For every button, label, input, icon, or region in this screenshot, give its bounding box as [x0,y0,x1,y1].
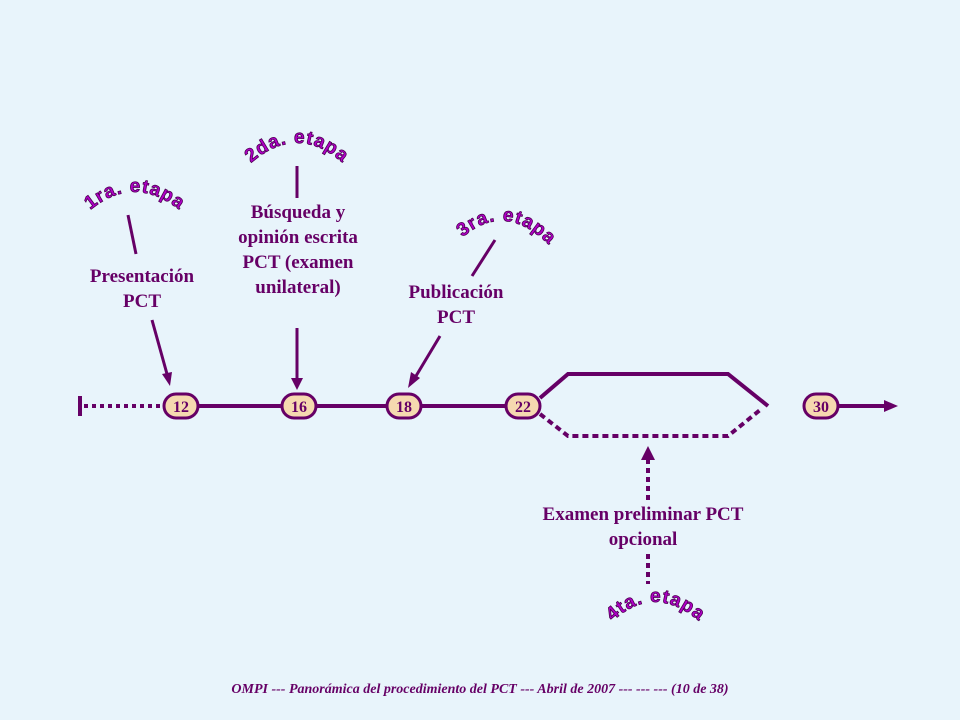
stage4-heading: 4ta. etapa [602,586,709,625]
node-label: 16 [291,399,307,416]
stage3-connector-line [470,239,497,277]
timeline-upper-path [538,372,770,408]
node-label: 12 [173,399,189,416]
stage1-heading: 1ra. etapa [81,176,190,214]
busqueda-arrowhead [291,378,303,390]
footer: OMPI --- Panorámica del procedimiento de… [231,682,729,697]
node-month-12: 12 [162,392,200,420]
node-month-22: 22 [504,392,542,420]
node-label: 22 [515,399,531,416]
stage3-heading: 3ra. etapa [453,205,561,249]
publicacion-label: Publicación PCT [408,282,504,328]
node-month-30: 30 [802,392,840,420]
examen-arrowhead [641,446,655,460]
node-label: 18 [396,399,412,416]
timeline-arrowhead [884,400,898,412]
publicacion-arrowhead [408,372,420,388]
examen-label: Examen preliminar PCT opcional [542,504,744,550]
node-month-16: 16 [280,392,318,420]
presentacion-arrowhead [162,372,172,386]
presentacion-label: Presentación PCT [89,266,195,312]
stage1-connector-line [126,214,138,255]
presentacion-arrow-line [150,319,169,375]
stage2-heading: 2da. etapa [241,127,353,167]
node-label: 30 [813,399,829,416]
node-month-18: 18 [385,392,423,420]
timeline-lower-dotted-path [538,408,762,438]
busqueda-label: Búsqueda y opinión escrita PCT (examen u… [238,202,358,298]
publicacion-arrow-line [414,335,442,377]
